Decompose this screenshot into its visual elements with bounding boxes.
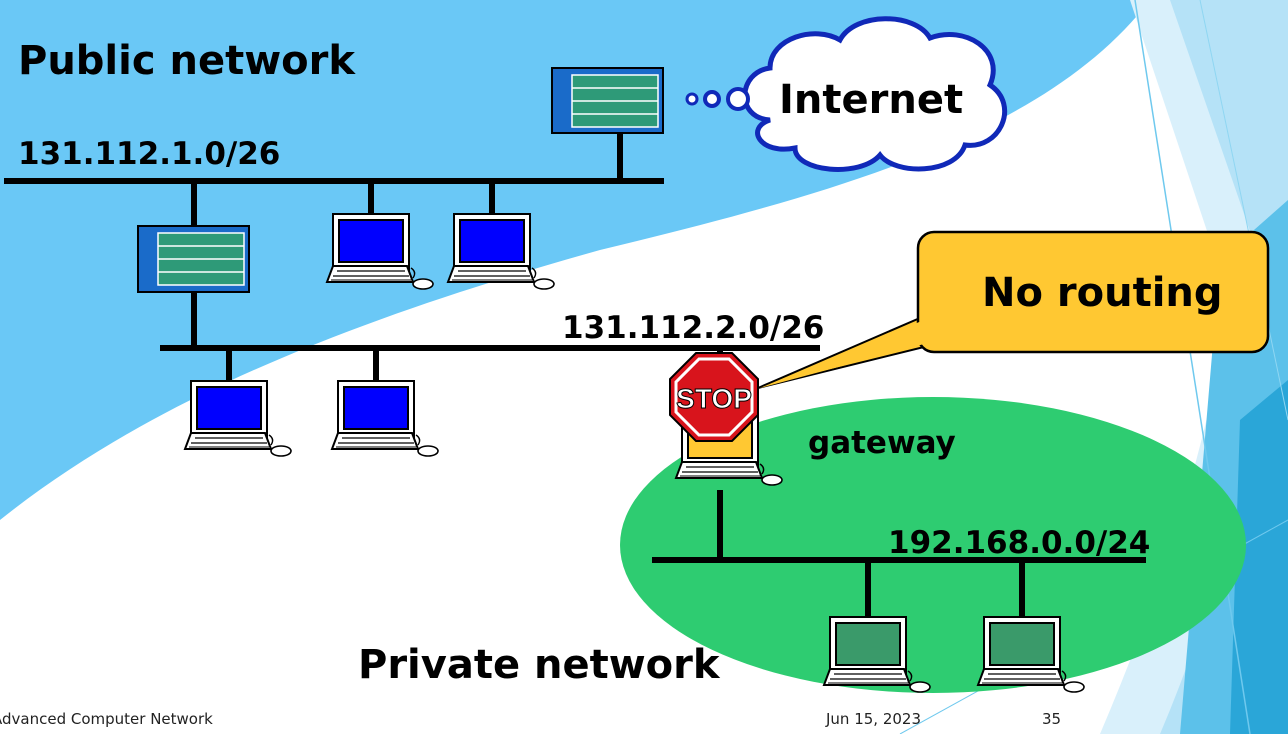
private-network-title: Private network [358,642,720,688]
footer-date: Jun 15, 2023 [826,710,922,728]
internet-label: Internet [779,77,964,123]
callout-text: No routing [982,270,1223,316]
svg-text:STOP: STOP [676,383,752,414]
gateway-label: gateway [808,425,956,461]
computer-2 [447,213,555,290]
private-network-area [620,397,1246,693]
footer-course: Advanced Computer Network [0,710,213,728]
router-internal [137,225,250,293]
stop-sign-icon: STOP [669,352,759,442]
computer-private-1 [823,616,931,693]
public-network-title: Public network [18,38,355,84]
internet-cloud [685,16,1008,172]
computer-1 [326,213,434,290]
net3-label: 192.168.0.0/24 [888,525,1151,561]
router-internet [551,67,664,134]
footer-page-number: 35 [1042,710,1062,728]
net1-label: 131.112.1.0/26 [18,136,281,172]
computer-private-2 [977,616,1085,693]
computer-3 [184,380,292,457]
no-routing-callout [757,230,1270,389]
computer-4 [331,380,439,457]
net2-label: 131.112.2.0/26 [562,310,825,346]
